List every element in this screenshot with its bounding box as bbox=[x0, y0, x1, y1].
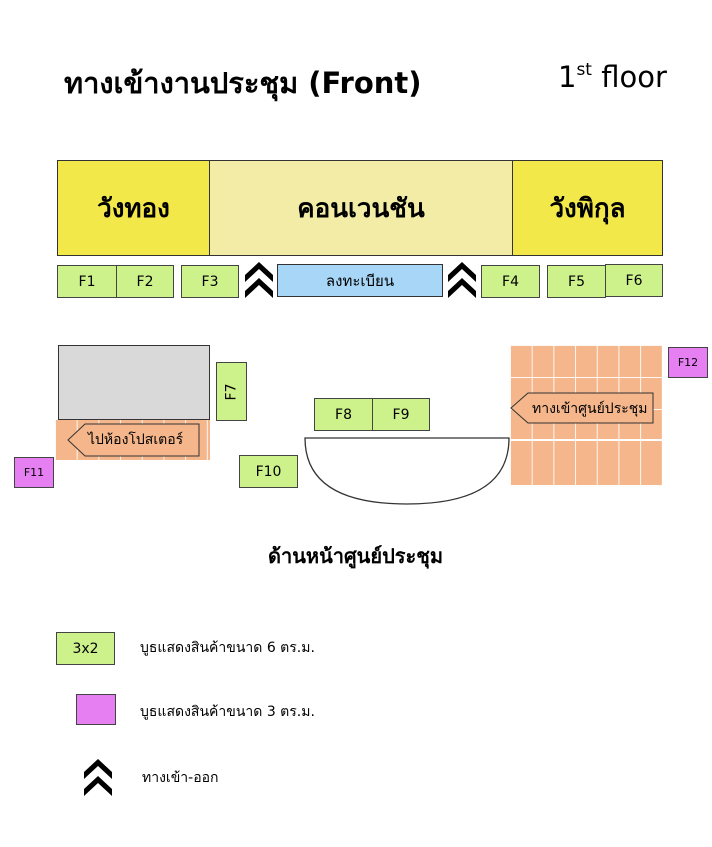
booth-f6-label: F6 bbox=[625, 272, 643, 289]
hall-wangthong-label: วังทอง bbox=[97, 193, 170, 224]
floor-number: 1 bbox=[558, 60, 577, 94]
hall-wangthong: วังทอง bbox=[57, 160, 210, 256]
front-stage bbox=[304, 437, 510, 505]
legend-swatch-6sqm-label: 3x2 bbox=[72, 640, 99, 657]
booth-f3-label: F3 bbox=[201, 273, 219, 290]
registration-label: ลงทะเบียน bbox=[325, 271, 395, 290]
front-of-center-label: ด้านหน้าศูนย์ประชุม bbox=[268, 544, 443, 568]
booth-f10[interactable]: F10 bbox=[239, 455, 298, 488]
floor-label: 1st floor bbox=[558, 60, 667, 94]
booth-f7[interactable]: F7 bbox=[216, 362, 247, 421]
booth-f9-label: F9 bbox=[392, 406, 410, 423]
hall-convention-label: คอนเวนชัน bbox=[297, 193, 425, 224]
legend-swatch-3sqm bbox=[76, 694, 116, 725]
booth-f12-label: F12 bbox=[677, 356, 699, 369]
floor-suffix: st bbox=[576, 60, 592, 80]
floor-word: floor bbox=[601, 60, 667, 94]
booth-f1-label: F1 bbox=[78, 273, 96, 290]
hall-wangpikul-label: วังพิกุล bbox=[549, 193, 626, 224]
page-title: ทางเข้างานประชุม (Front) bbox=[64, 66, 422, 100]
poster-room-sign-label: ไปห้องโปสเตอร์ bbox=[88, 432, 184, 448]
booth-f1[interactable]: F1 bbox=[57, 265, 117, 298]
grey-room bbox=[58, 345, 210, 420]
booth-f7-label: F7 bbox=[223, 383, 240, 400]
booth-f12[interactable]: F12 bbox=[668, 347, 708, 378]
booth-f8[interactable]: F8 bbox=[314, 398, 373, 431]
legend-swatch-6sqm: 3x2 bbox=[56, 632, 115, 665]
booth-f9[interactable]: F9 bbox=[372, 398, 430, 431]
legend-text-3sqm: บูธแสดงสินค้าขนาด 3 ตร.ม. bbox=[140, 704, 315, 720]
poster-room-sign[interactable] bbox=[67, 423, 201, 457]
legend-text-entrance: ทางเข้า-ออก bbox=[142, 770, 219, 786]
booth-f5[interactable]: F5 bbox=[547, 265, 606, 298]
entrance-chevron-icon bbox=[448, 262, 476, 298]
booth-f2-label: F2 bbox=[136, 273, 154, 290]
booth-f8-label: F8 bbox=[335, 406, 352, 423]
hall-wangpikul: วังพิกุล bbox=[512, 160, 663, 256]
booth-f11[interactable]: F11 bbox=[14, 457, 54, 488]
booth-f4[interactable]: F4 bbox=[481, 265, 540, 298]
convention-entrance-area-lower bbox=[510, 441, 662, 485]
legend-entrance-chevron-icon bbox=[84, 759, 112, 796]
booth-f2[interactable]: F2 bbox=[116, 265, 174, 298]
booth-f6[interactable]: F6 bbox=[605, 264, 663, 297]
entrance-chevron-icon bbox=[245, 262, 273, 298]
booth-f11-label: F11 bbox=[23, 466, 45, 479]
booth-f3[interactable]: F3 bbox=[181, 265, 239, 298]
center-entrance-sign-label: ทางเข้าศูนย์ประชุม bbox=[532, 401, 648, 417]
hall-convention: คอนเวนชัน bbox=[209, 160, 513, 256]
booth-f10-label: F10 bbox=[255, 463, 282, 480]
registration-desk: ลงทะเบียน bbox=[277, 264, 443, 297]
center-entrance-sign[interactable] bbox=[510, 392, 655, 424]
booth-f5-label: F5 bbox=[568, 273, 585, 290]
legend-text-6sqm: บูธแสดงสินค้าขนาด 6 ตร.ม. bbox=[140, 640, 315, 656]
booth-f4-label: F4 bbox=[502, 273, 519, 290]
